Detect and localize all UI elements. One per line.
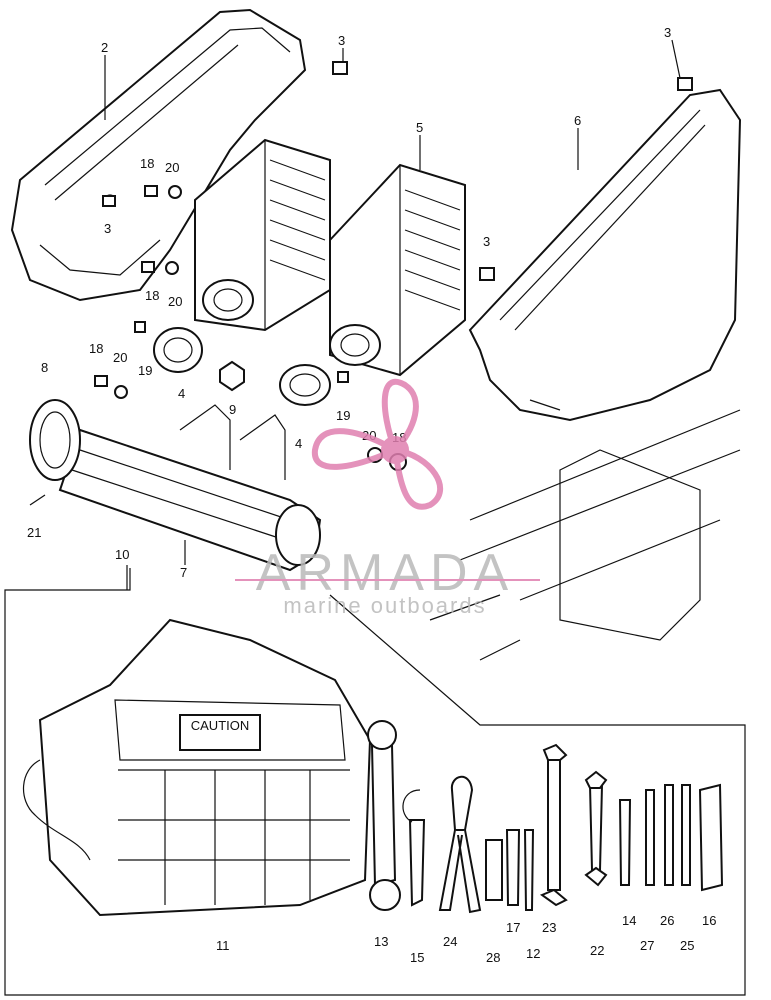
clamp-band-left: [153, 327, 203, 373]
mounting-bracket: [179, 404, 286, 480]
propeller-blade: [381, 378, 419, 456]
callout-20: 20: [168, 294, 182, 309]
callout-14: 14: [622, 913, 636, 928]
callout-18: 18: [145, 288, 159, 303]
air-filter-right: [329, 163, 466, 377]
callout-10: 10: [115, 547, 129, 562]
callout-11: 11: [216, 938, 230, 953]
callout-15: 15: [410, 950, 424, 965]
clamp-band-right: [279, 364, 331, 406]
tool-case: [58, 428, 322, 572]
callout-20: 20: [165, 160, 179, 175]
leader-lines: [104, 39, 681, 590]
callout-9: 9: [229, 402, 236, 417]
propeller-blade: [391, 446, 444, 510]
tool-kit-boundary: [4, 568, 746, 996]
callout-25: 25: [680, 938, 694, 953]
callout-13: 13: [374, 934, 388, 949]
watermark-brand: ARMADA: [256, 544, 514, 602]
frame-outline: [429, 409, 741, 661]
propeller-logo: [311, 378, 444, 510]
callout-3: 3: [104, 221, 111, 236]
callout-18: 18: [89, 341, 103, 356]
callout-3: 3: [483, 234, 490, 249]
right-side-cover: [468, 88, 742, 422]
callout-24: 24: [443, 934, 457, 949]
tool-bag-label: CAUTION: [191, 718, 250, 733]
callout-19: 19: [336, 408, 350, 423]
watermark: ARMADA marine outboards: [235, 378, 540, 618]
callout-17: 17: [506, 920, 520, 935]
tool-bag: [22, 618, 372, 917]
callout-4: 4: [295, 436, 302, 451]
callout-6: 6: [574, 113, 581, 128]
air-filter-left: [194, 138, 331, 332]
callout-8: 8: [41, 360, 48, 375]
nut: [219, 360, 245, 392]
callout-19: 19: [138, 363, 152, 378]
callout-16: 16: [702, 913, 716, 928]
tools: [367, 720, 724, 914]
callout-2: 2: [101, 40, 108, 55]
callout-numbers: 2 3 3 3 3 5 6 18 20 18 20 18 20 19 4 9 8…: [27, 25, 716, 965]
callout-27: 27: [640, 938, 654, 953]
callout-21: 21: [27, 525, 41, 540]
callout-28: 28: [486, 950, 500, 965]
callout-5: 5: [416, 120, 423, 135]
callout-20: 20: [113, 350, 127, 365]
callout-3: 3: [338, 33, 345, 48]
callout-26: 26: [660, 913, 674, 928]
callout-3: 3: [664, 25, 671, 40]
callout-23: 23: [542, 920, 556, 935]
tool-case-end-cap: [29, 399, 81, 481]
propeller-blade: [311, 428, 402, 470]
callout-18: 18: [140, 156, 154, 171]
callout-22: 22: [590, 943, 604, 958]
callout-4: 4: [178, 386, 185, 401]
callout-7: 7: [180, 565, 187, 580]
callout-12: 12: [526, 946, 540, 961]
watermark-tagline: marine outboards: [283, 593, 486, 618]
